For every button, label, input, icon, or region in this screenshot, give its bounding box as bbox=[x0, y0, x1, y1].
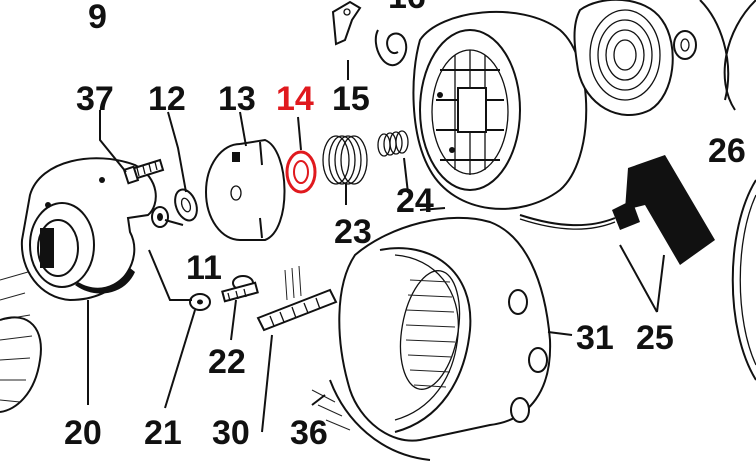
label-16: 16 bbox=[388, 0, 426, 16]
part-13-pulley-hub bbox=[205, 138, 286, 241]
part-25-starter-handle bbox=[519, 155, 715, 265]
label-13: 13 bbox=[218, 80, 256, 118]
label-12: 12 bbox=[148, 80, 186, 118]
part-23-spring bbox=[322, 135, 368, 185]
label-21: 21 bbox=[144, 414, 182, 452]
part-21-washer bbox=[189, 293, 211, 311]
label-24: 24 bbox=[396, 182, 434, 220]
label-31: 31 bbox=[576, 319, 614, 357]
label-15: 15 bbox=[332, 80, 370, 118]
part-15-clip bbox=[331, 0, 408, 66]
part-24-small-spring bbox=[377, 130, 409, 157]
label-14: 14 bbox=[276, 80, 314, 118]
part-14-washer bbox=[285, 150, 317, 194]
part-12-washer bbox=[174, 188, 198, 222]
label-20: 20 bbox=[64, 414, 102, 452]
label-9: 9 bbox=[88, 0, 107, 36]
part-recoil-housing bbox=[412, 10, 588, 210]
label-26: 26 bbox=[708, 132, 746, 170]
part-37-bolt bbox=[122, 158, 165, 185]
part-30-stud bbox=[256, 265, 338, 332]
label-30: 30 bbox=[212, 414, 250, 452]
part-26-housing-edge bbox=[723, 0, 756, 381]
part-22-screw bbox=[221, 275, 259, 303]
label-36: 36 bbox=[290, 414, 328, 452]
leader-lines bbox=[87, 60, 665, 433]
label-37: 37 bbox=[76, 80, 114, 118]
label-23: 23 bbox=[334, 213, 372, 251]
part-11-nut bbox=[151, 206, 169, 228]
label-25: 25 bbox=[636, 319, 674, 357]
part-recoil-spring bbox=[573, 0, 730, 116]
label-11: 11 bbox=[186, 249, 222, 287]
callout-labels: 9 16 37 12 13 14 15 26 24 23 11 25 31 22… bbox=[64, 0, 746, 452]
part-31-fan-cover bbox=[311, 216, 552, 461]
label-22: 22 bbox=[208, 343, 246, 381]
part-20-flange bbox=[0, 157, 157, 413]
